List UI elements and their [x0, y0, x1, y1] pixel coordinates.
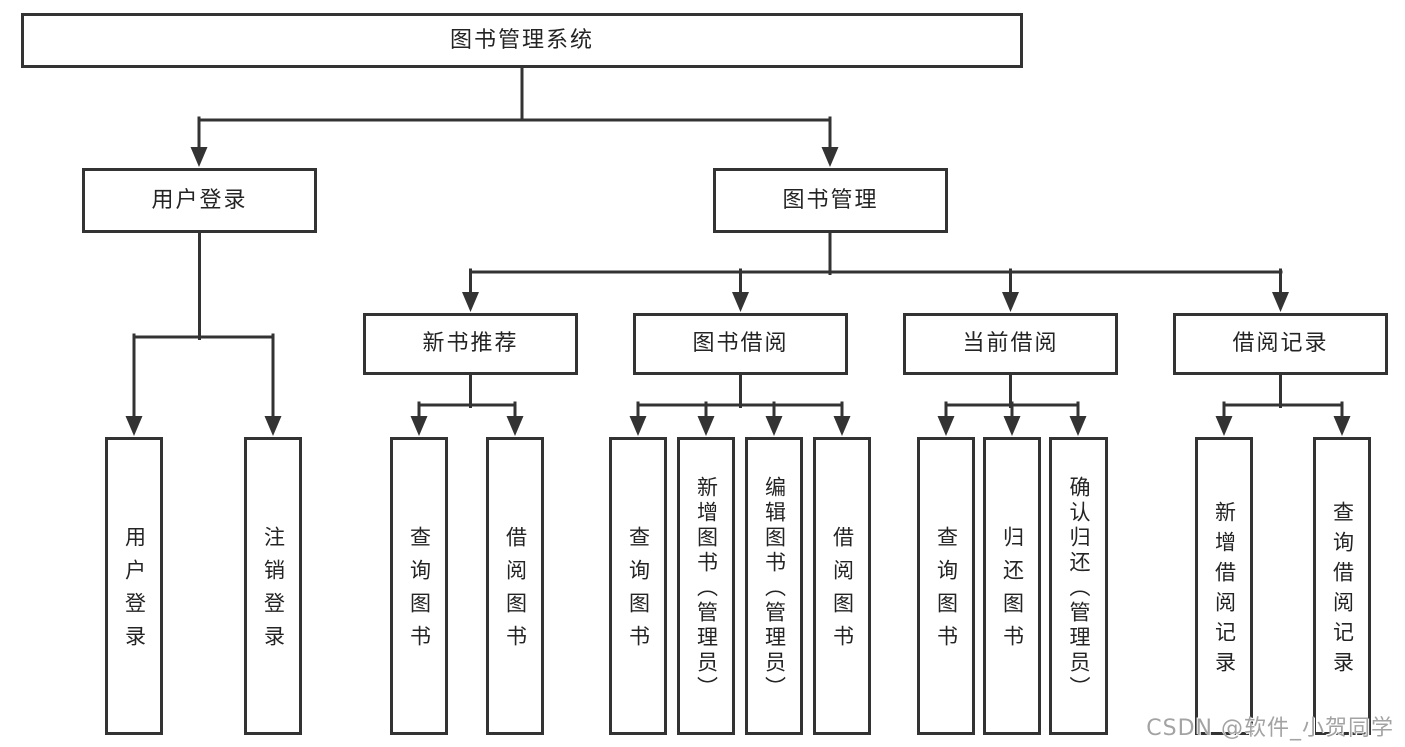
node-book-borrow: 图书借阅 [633, 313, 848, 375]
leaf-edit-book-admin-label: 编辑图书（管理员） [762, 475, 787, 701]
node-book-borrow-label: 图书借阅 [692, 331, 789, 356]
leaf-return-book: 归还图书 [983, 437, 1041, 735]
leaf-query-books-borrow-label: 查询图书 [626, 526, 651, 658]
leaf-confirm-return-admin-label: 确认归还（管理员） [1067, 475, 1091, 701]
leaf-query-books-borrow: 查询图书 [609, 437, 667, 735]
leaf-borrow-books-recommend-label: 借阅图书 [503, 526, 528, 658]
connector-new-book-rec-to-leaves [410, 373, 524, 436]
connector-current-borrow-to-leaves [937, 373, 1087, 436]
leaf-add-borrow-record: 新增借阅记录 [1195, 437, 1253, 735]
connector-user-login-to-leaves [125, 230, 282, 436]
node-new-book-recommend-label: 新书推荐 [422, 331, 519, 356]
watermark: CSDN @软件_小贺同学 [1146, 716, 1394, 741]
leaf-query-borrow-record-label: 查询借阅记录 [1330, 500, 1355, 681]
node-user-login: 用户登录 [82, 168, 317, 233]
connector-book-mgmt-to-level3 [462, 230, 1289, 312]
leaf-query-books-recommend: 查询图书 [390, 437, 448, 735]
node-new-book-recommend: 新书推荐 [363, 313, 578, 375]
leaf-logout: 注销登录 [244, 437, 302, 735]
leaf-borrow-books: 借阅图书 [813, 437, 871, 735]
connector-book-borrow-to-leaves [629, 373, 851, 436]
connector-root-to-level2 [190, 66, 839, 167]
node-borrow-records: 借阅记录 [1173, 313, 1388, 375]
leaf-edit-book-admin: 编辑图书（管理员） [745, 437, 803, 735]
leaf-return-book-label: 归还图书 [1000, 526, 1025, 658]
node-book-management-label: 图书管理 [782, 187, 879, 213]
leaf-add-book-admin: 新增图书（管理员） [677, 437, 735, 735]
node-root: 图书管理系统 [21, 13, 1023, 68]
node-user-login-label: 用户登录 [151, 187, 248, 213]
node-current-borrow: 当前借阅 [903, 313, 1118, 375]
leaf-confirm-return-admin: 确认归还（管理员） [1049, 437, 1108, 735]
leaf-add-borrow-record-label: 新增借阅记录 [1212, 500, 1237, 681]
leaf-borrow-books-recommend: 借阅图书 [486, 437, 544, 735]
leaf-query-books-recommend-label: 查询图书 [407, 526, 432, 658]
node-book-management: 图书管理 [713, 168, 948, 233]
leaf-query-borrow-record: 查询借阅记录 [1313, 437, 1371, 735]
leaf-query-books-current-label: 查询图书 [934, 526, 959, 658]
leaf-user-login-label: 用户登录 [122, 526, 147, 658]
node-current-borrow-label: 当前借阅 [962, 331, 1059, 356]
node-borrow-records-label: 借阅记录 [1232, 331, 1329, 356]
leaf-logout-label: 注销登录 [261, 526, 286, 658]
node-root-label: 图书管理系统 [449, 27, 594, 53]
leaf-query-books-current: 查询图书 [917, 437, 975, 735]
connector-borrow-records-to-leaves [1215, 373, 1351, 436]
leaf-user-login: 用户登录 [105, 437, 163, 735]
leaf-add-book-admin-label: 新增图书（管理员） [694, 475, 719, 701]
leaf-borrow-books-label: 借阅图书 [830, 526, 855, 658]
